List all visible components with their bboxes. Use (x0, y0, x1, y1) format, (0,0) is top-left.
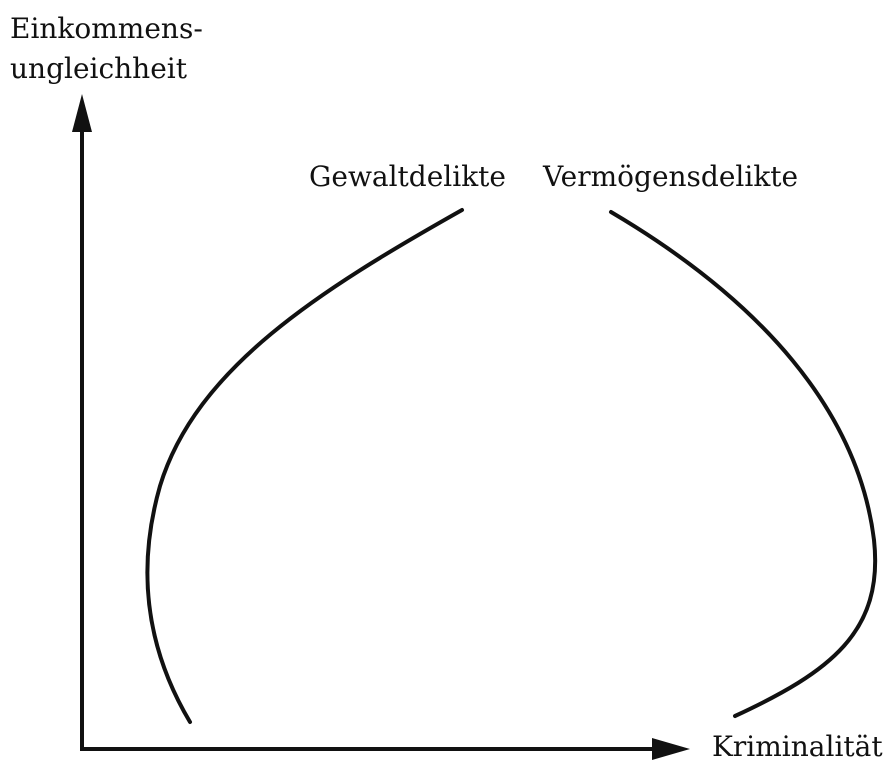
property-crime-curve (609, 210, 878, 718)
violent-crime-curve (145, 208, 464, 724)
y-axis-arrowhead (72, 94, 92, 132)
x-axis-label: Kriminalität (712, 730, 883, 763)
violent-crime-label: Gewaltdelikte (309, 160, 506, 193)
y-axis-label-line1: Einkommens- (10, 12, 203, 45)
x-axis-arrowhead (652, 738, 690, 760)
y-axis-label-line2: ungleichheit (10, 52, 187, 85)
property-crime-label: Vermögensdelikte (543, 160, 799, 193)
